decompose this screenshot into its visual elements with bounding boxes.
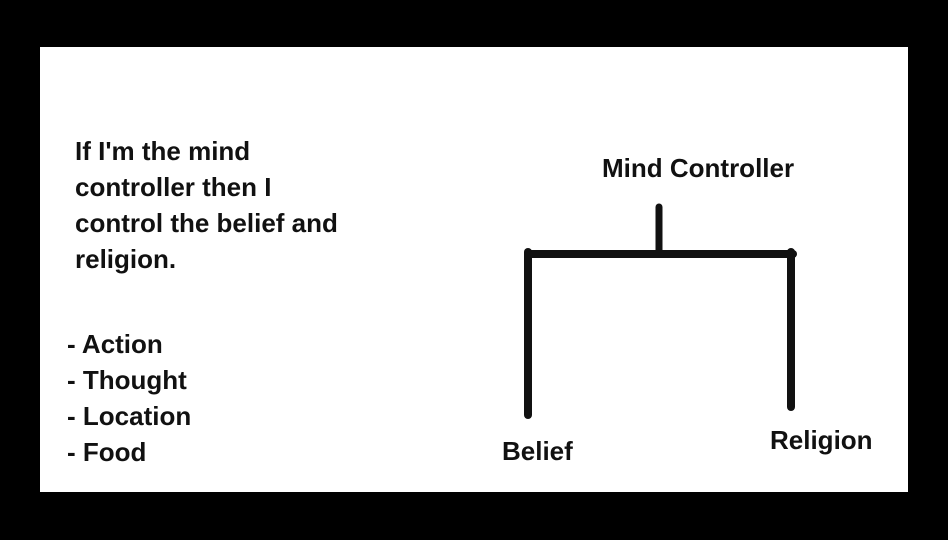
list-item: - Location — [67, 401, 192, 431]
drawing-canvas: If I'm the mind controller then I contro… — [40, 47, 908, 492]
tree-connectors — [524, 203, 797, 419]
list-item: - Thought — [67, 365, 187, 395]
intro-text: If I'm the mind controller then I contro… — [75, 133, 338, 277]
control-list: - Action - Thought - Location - Food — [67, 326, 191, 470]
list-item: - Action — [67, 329, 163, 359]
intro-line: If I'm the mind — [75, 136, 251, 166]
intro-line: religion. — [75, 244, 177, 274]
node-mind-controller: Mind Controller — [602, 153, 795, 183]
list-item: - Food — [67, 437, 147, 467]
node-religion: Religion — [770, 425, 873, 455]
node-belief: Belief — [502, 436, 573, 466]
intro-line: controller then I — [75, 172, 272, 202]
intro-line: control the belief and — [75, 208, 338, 238]
